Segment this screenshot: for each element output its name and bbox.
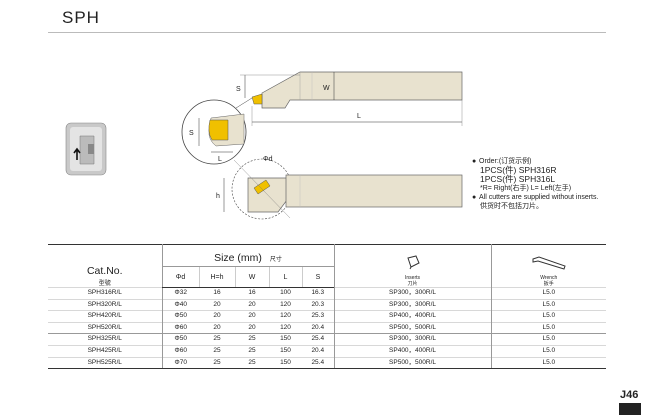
rl-legend: *R= Right(右手) L= Left(左手) xyxy=(480,185,572,192)
wrench-header: Wrench 扳手 xyxy=(490,244,607,288)
tool-side-view xyxy=(223,158,463,220)
tool-drawing: S W L S L Φd h xyxy=(65,71,463,220)
inserts-header: Inserts 刀片 xyxy=(333,244,492,288)
order-example-2: 1PCS(件) SPH316L xyxy=(480,174,556,184)
header-divider xyxy=(48,32,606,33)
spec-table: Cat.No. 型號 Size (mm)尺寸 Inserts 刀片 Wrench… xyxy=(48,244,607,370)
col-s: S xyxy=(301,266,335,288)
inserts-note: All cutters are supplied without inserts… xyxy=(479,194,599,201)
dim-s-side: S xyxy=(236,86,241,93)
page-title: SPH xyxy=(62,8,100,27)
page-number: J46 xyxy=(620,389,639,401)
col-w: W xyxy=(234,266,269,288)
dim-w: W xyxy=(323,85,330,92)
order-example-1: 1PCS(件) SPH316R xyxy=(480,165,557,175)
wrench-icon xyxy=(532,256,566,270)
catno-header: Cat.No. 型號 xyxy=(86,265,123,287)
page-tab-marker xyxy=(619,403,641,415)
bullet-icon: ● xyxy=(472,194,477,201)
order-label: Order:(订货示例) xyxy=(479,158,532,165)
insert-icon xyxy=(406,255,420,270)
dim-phi-d: Φd xyxy=(263,156,273,163)
dim-l-detail: L xyxy=(218,156,222,163)
dim-h: h xyxy=(216,193,220,200)
dim-s-detail: S xyxy=(189,130,194,137)
col-l: L xyxy=(268,266,302,288)
col-d: Φd xyxy=(161,266,199,288)
insert-detail-view xyxy=(181,97,253,165)
tool-top-view xyxy=(240,71,463,126)
inserts-note-cn: 供货时不包括刀片。 xyxy=(480,203,543,210)
bullet-icon: ● xyxy=(472,158,477,165)
size-header: Size (mm)尺寸 xyxy=(161,244,335,267)
col-h: H=h xyxy=(198,266,235,288)
order-notes: ●Order:(订货示例) 1PCS(件) SPH316R 1PCS(件) SP… xyxy=(472,157,598,211)
tool-orientation-icon xyxy=(65,122,107,176)
dim-l-top: L xyxy=(357,113,361,120)
